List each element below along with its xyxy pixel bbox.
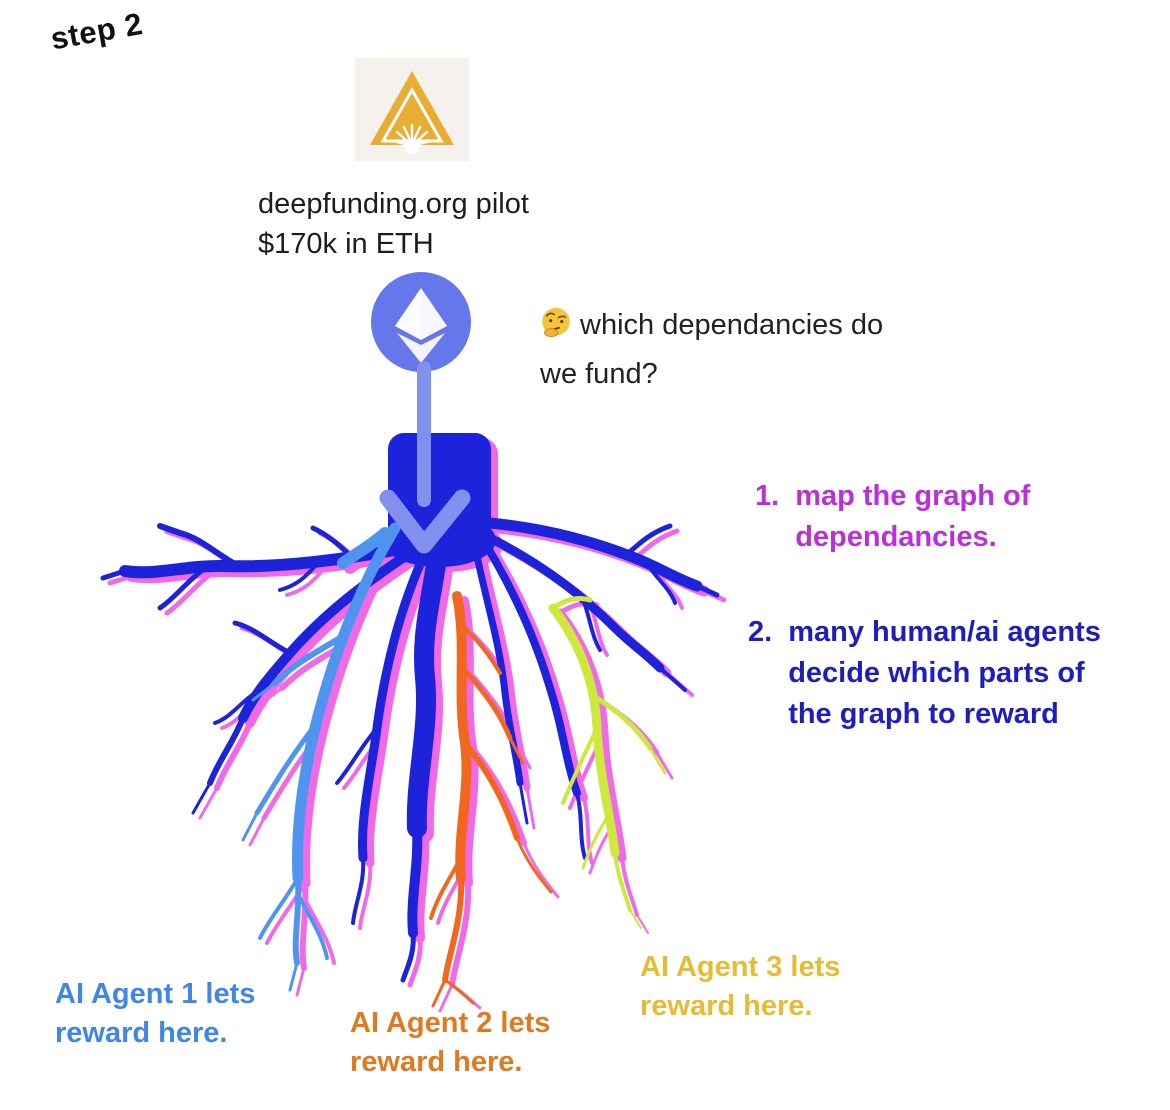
roots-agent2-orange <box>431 596 551 1006</box>
thinking-face-emoji <box>540 306 572 352</box>
ethereum-icon <box>371 272 471 372</box>
header-line-1: deepfunding.org pilot <box>258 188 529 220</box>
agent-1-label: AI Agent 1 lets reward here. <box>55 978 256 1050</box>
step-label: step 2 <box>48 5 146 57</box>
numbered-step-2: 2. many human/ai agents decide which par… <box>748 612 1138 736</box>
deepfunding-logo <box>355 58 469 166</box>
step-1-text: map the graph of dependancies. <box>795 480 1031 554</box>
deepfunding-logo-icon <box>355 58 469 161</box>
step-2-text: many human/ai agents decide which parts … <box>788 616 1101 731</box>
question-text: which dependancies do we fund? <box>540 309 884 390</box>
agent-2-label: AI Agent 2 lets reward here. <box>350 1007 551 1079</box>
header-line-2: $170k in ETH <box>258 228 434 261</box>
eth-coin <box>370 271 472 378</box>
step-1-number: 1. <box>755 480 780 512</box>
question-block: which dependancies do we fund? <box>540 303 902 397</box>
step-2-number: 2. <box>748 616 773 648</box>
funding-arrow-icon <box>379 361 471 554</box>
header-text: deepfunding.org pilot $170k in ETH <box>258 184 529 264</box>
agent-3-label: AI Agent 3 lets reward here. <box>640 951 841 1023</box>
numbered-step-1: 1. map the graph of dependancies. <box>755 476 1107 558</box>
